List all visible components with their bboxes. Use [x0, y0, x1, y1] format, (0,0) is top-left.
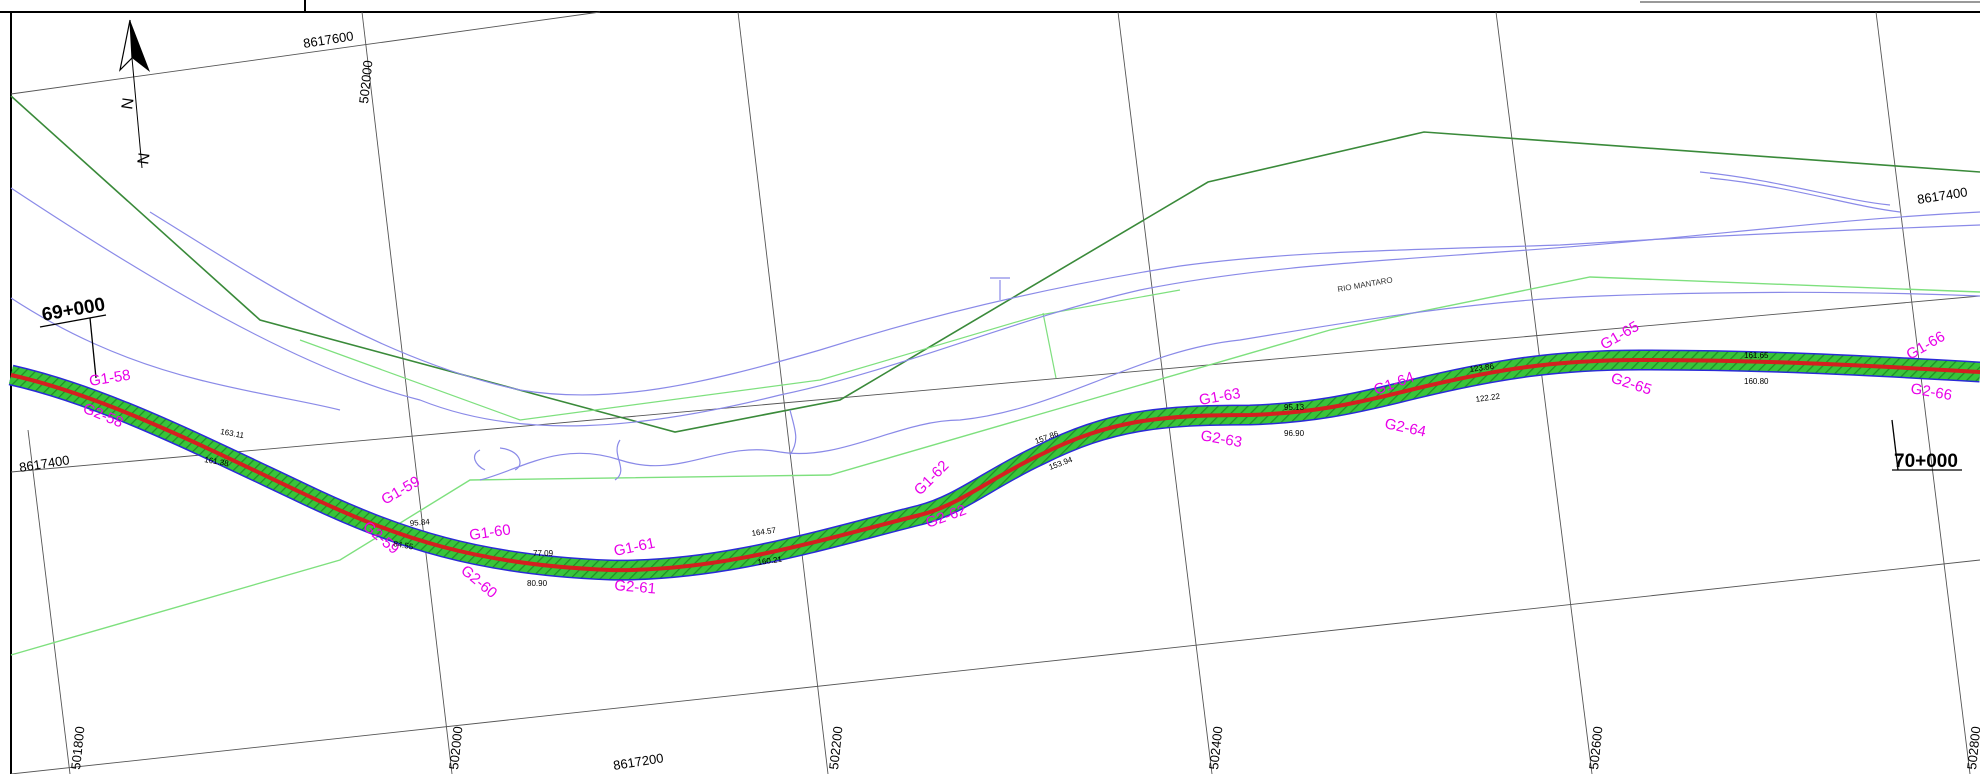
offset-label-15: 161.65 [1744, 351, 1769, 360]
g2-label-63: G2-63 [1199, 427, 1243, 451]
offset-label-7: 164.57 [751, 526, 777, 538]
offset-label-12: 96.90 [1284, 429, 1305, 438]
boundary-light-upper [299, 289, 1181, 421]
easting-label-1: 501800 [68, 726, 87, 771]
easting-label-7: 502800 [1964, 726, 1980, 771]
north-arrow-letter: N [119, 97, 137, 111]
easting-label-3: 502000 [446, 726, 465, 771]
offset-label-5: 77.09 [533, 549, 554, 558]
easting-label-6: 502600 [1586, 726, 1605, 771]
offset-label-14: 122.22 [1475, 392, 1501, 404]
offset-label-13: 123.86 [1469, 362, 1495, 374]
easting-label-4: 502200 [826, 726, 845, 771]
offset-label-6: 80.90 [527, 579, 548, 588]
north-arrow-icon [119, 19, 150, 169]
g1-label-63: G1-63 [1198, 385, 1242, 409]
g1-label-58: G1-58 [88, 367, 132, 390]
offset-label-11: 95.13 [1284, 403, 1305, 412]
station-leader-69 [89, 317, 97, 379]
g2-label-66: G2-66 [1909, 380, 1953, 404]
offset-label-2: 161.38 [204, 455, 230, 468]
offset-label-3: 95.84 [409, 517, 430, 528]
boundary-dark-line [10, 95, 1980, 433]
road-alignment [8, 349, 1980, 581]
g2-label-61: G2-61 [614, 577, 657, 598]
station-underline-69 [39, 314, 107, 328]
boundary-light-line [10, 276, 1980, 656]
offset-label-16: 160.80 [1744, 377, 1769, 386]
station-leader-70 [1891, 419, 1899, 471]
easting-label-5: 502400 [1206, 726, 1225, 771]
easting-label-2: 502000 [356, 60, 375, 105]
g1-label-60: G1-60 [468, 521, 512, 544]
offset-label-8: 160.21 [757, 555, 783, 567]
station-label-70: 70+000 [1894, 451, 1958, 472]
offset-label-1: 163.11 [220, 427, 246, 440]
offset-label-4: 84.55 [393, 539, 415, 551]
boundary-light-tick [1042, 312, 1057, 379]
north-arrow-letter-lower: N [135, 152, 153, 166]
